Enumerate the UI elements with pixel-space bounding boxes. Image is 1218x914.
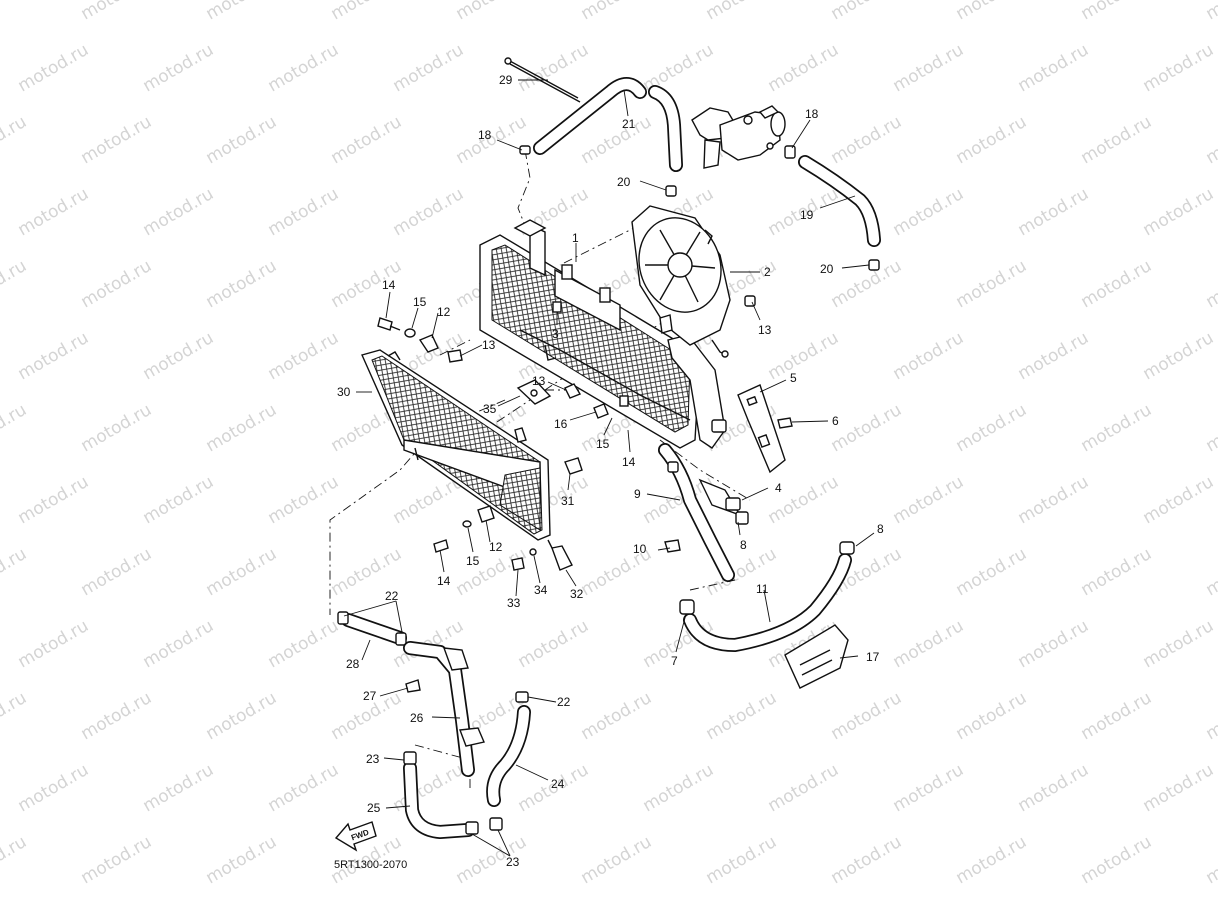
callout-15-center: 15 <box>596 437 610 451</box>
diagram-code: 5RT1300-2070 <box>334 859 407 871</box>
callout-6: 6 <box>832 414 839 428</box>
callout-10: 10 <box>633 542 647 556</box>
callout-11: 11 <box>756 582 769 596</box>
hose-24 <box>486 691 531 807</box>
callout-24: 24 <box>551 777 565 791</box>
cooling-fan <box>631 205 731 358</box>
hose-clamps <box>519 145 880 307</box>
callout-5: 5 <box>790 371 797 385</box>
callout-22-right: 22 <box>557 695 571 709</box>
hose-21 <box>533 77 683 172</box>
callout-34: 34 <box>534 583 548 597</box>
callout-14-lower: 14 <box>437 574 451 588</box>
callout-12-lower: 12 <box>489 540 503 554</box>
callout-17: 17 <box>866 650 880 664</box>
callout-32: 32 <box>570 587 584 601</box>
bolts-left-upper <box>377 317 463 363</box>
thermostat-housing <box>691 105 786 169</box>
callout-1: 1 <box>572 231 579 245</box>
callout-15-lower: 15 <box>466 554 480 568</box>
callout-35: 35 <box>483 402 497 416</box>
bracket-5 <box>737 384 793 474</box>
radiator <box>479 219 701 449</box>
callout-23-upper: 23 <box>366 752 380 766</box>
callout-22-left: 22 <box>385 589 399 603</box>
fwd-arrow: FWD <box>334 821 377 852</box>
callout-31: 31 <box>561 494 575 508</box>
callout-18-left: 18 <box>478 128 492 142</box>
callout-20-right: 20 <box>820 262 834 276</box>
callout-9: 9 <box>634 487 641 501</box>
bolts-lower <box>433 505 573 571</box>
callout-4: 4 <box>775 481 782 495</box>
callout-23-lower: 23 <box>506 855 520 869</box>
bracket-35 <box>514 379 609 475</box>
callout-15-upper: 15 <box>413 295 427 309</box>
pipe-26 <box>403 641 485 777</box>
callout-20-top: 20 <box>617 175 631 189</box>
callout-2: 2 <box>764 265 771 279</box>
callout-21: 21 <box>622 117 636 131</box>
callout-18-right: 18 <box>805 107 819 121</box>
callout-16: 16 <box>554 417 568 431</box>
rod-29 <box>504 57 581 103</box>
callout-29: 29 <box>499 73 513 87</box>
radiator-grille <box>361 349 553 549</box>
hose-19 <box>798 155 881 247</box>
callout-13-right: 13 <box>758 323 772 337</box>
callout-3: 3 <box>552 327 559 341</box>
hose-11 <box>679 541 855 652</box>
callout-13-left: 13 <box>482 338 496 352</box>
callout-28: 28 <box>346 657 360 671</box>
radiator-side-bracket <box>667 334 727 449</box>
callout-25: 25 <box>367 801 381 815</box>
guard-17 <box>784 624 849 689</box>
callout-27: 27 <box>363 689 377 703</box>
callout-26: 26 <box>410 711 424 725</box>
hose-25 <box>403 751 503 839</box>
callout-30: 30 <box>337 385 351 399</box>
callout-19: 19 <box>800 208 814 222</box>
pipe-9 <box>658 443 749 582</box>
callouts: 1 2 3 4 5 6 7 8 8 9 10 11 12 12 13 13 13… <box>337 73 884 869</box>
callout-33: 33 <box>507 596 521 610</box>
hose-28 <box>337 611 407 646</box>
callout-14-upper: 14 <box>382 278 396 292</box>
callout-8-hose: 8 <box>877 522 884 536</box>
callout-14-center: 14 <box>622 455 636 469</box>
callout-8-pipe: 8 <box>740 538 747 552</box>
leader-lines <box>343 79 875 857</box>
callout-7: 7 <box>671 654 678 668</box>
callout-13-center: 13 <box>532 374 546 388</box>
callout-12-upper: 12 <box>437 305 451 319</box>
